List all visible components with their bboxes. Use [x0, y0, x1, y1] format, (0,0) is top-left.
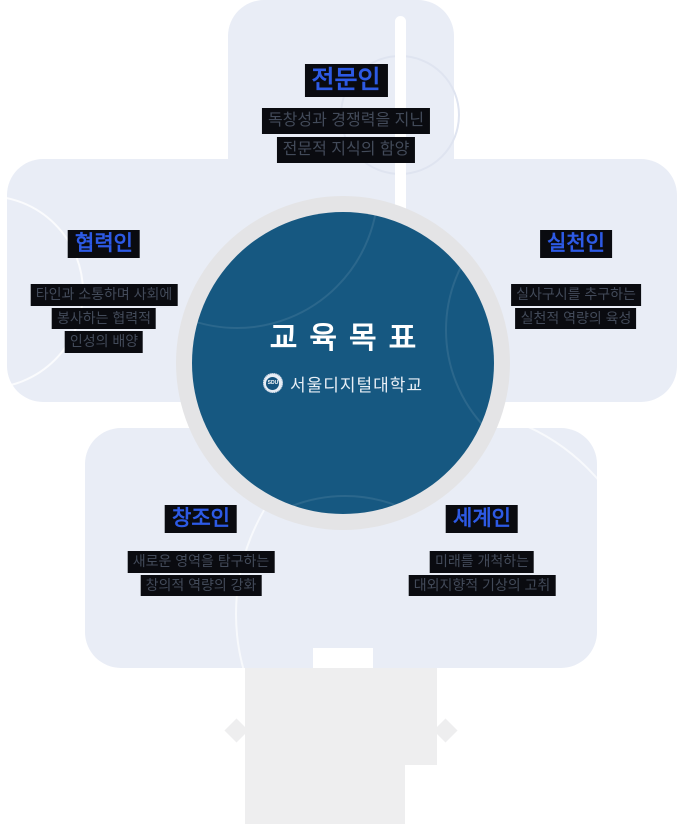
- section-desc-line: 봉사하는 협력적: [51, 307, 157, 330]
- university-name: 서울디지털대학교: [289, 375, 424, 395]
- section-desc-line: 대외지향적 기상의 고취: [408, 574, 556, 597]
- section-practical: 실천인 실사구시를 추구하는 실천적 역량의 육성: [511, 230, 641, 330]
- section-desc-line: 실천적 역량의 육성: [515, 307, 637, 330]
- section-title: 실천인: [540, 230, 612, 259]
- section-title: 협력인: [68, 230, 140, 259]
- arrow-band-lower: [245, 765, 405, 824]
- section-desc-line: 실사구시를 추구하는: [511, 284, 641, 306]
- section-desc-line: 독창성과 경쟁력을 지닌: [261, 107, 431, 134]
- section-desc-line: 창의적 역량의 강화: [140, 574, 262, 597]
- section-professional: 전문인 독창성과 경쟁력을 지닌 전문적 지식의 함양: [261, 64, 431, 163]
- page-title: 교육목표: [269, 321, 429, 355]
- section-desc-line: 새로운 영역을 탐구하는: [127, 551, 275, 573]
- arrow-band-upper: [245, 668, 437, 765]
- section-title: 전문인: [304, 64, 388, 97]
- section-desc-line: 전문적 지식의 함양: [276, 136, 416, 163]
- section-title: 창조인: [165, 505, 237, 534]
- section-cooperative: 협력인 타인과 소통하며 사회에 봉사하는 협력적 인성의 배양: [30, 230, 178, 353]
- section-creative: 창조인 새로운 영역을 탐구하는 창의적 역량의 강화: [127, 505, 275, 597]
- logo-text: SDU: [266, 376, 280, 390]
- university-brand: SDU 서울디지털대학교: [258, 371, 428, 396]
- center-content: 교육목표 SDU 서울디지털대학교: [258, 313, 428, 396]
- center-circle: 교육목표 SDU 서울디지털대학교: [192, 212, 494, 514]
- university-logo-icon: SDU: [262, 373, 283, 393]
- section-desc-line: 인성의 배양: [64, 331, 144, 353]
- decorative-circle-outline: [192, 212, 379, 329]
- section-title: 세계인: [446, 505, 518, 534]
- section-desc-line: 미래를 개척하는: [429, 551, 535, 573]
- section-desc-line: 타인과 소통하며 사회에: [30, 284, 178, 306]
- section-global: 세계인 미래를 개척하는 대외지향적 기상의 고취: [408, 505, 556, 597]
